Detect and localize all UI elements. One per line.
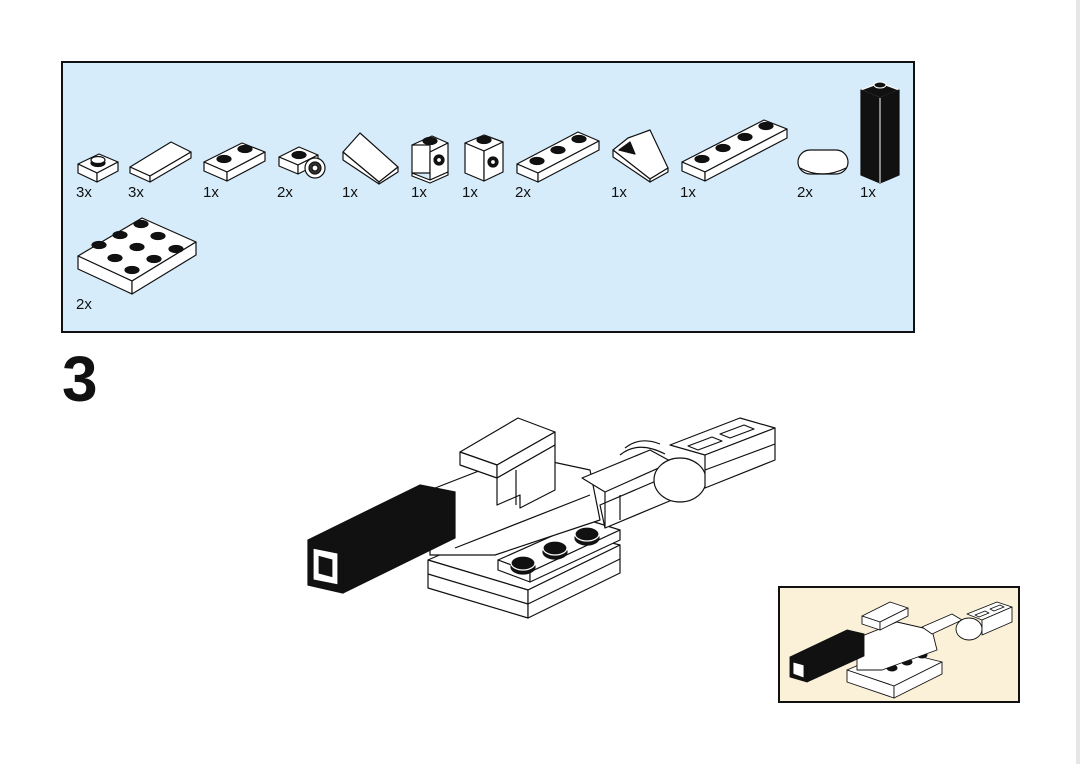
part-qty: 3x: [128, 184, 144, 201]
page-edge: [1076, 0, 1080, 764]
model-preview-illustration: [789, 601, 1013, 699]
plate-1x4-icon: [681, 119, 788, 182]
plate-2x3-icon: [77, 217, 197, 295]
part-qty: 1x: [611, 184, 627, 201]
part-qty: 1x: [411, 184, 427, 201]
part-qty: 2x: [76, 296, 92, 313]
part-qty: 1x: [462, 184, 478, 201]
model-preview-panel: [778, 586, 1020, 703]
brick-1x1x3-black-icon: [860, 81, 900, 184]
part-qty: 1x: [342, 184, 358, 201]
plate-1x1-clip-icon: [278, 146, 326, 179]
tile-round-1x2-icon: [797, 149, 849, 175]
part-qty: 2x: [277, 184, 293, 201]
part-qty: 1x: [680, 184, 696, 201]
step-3-model-illustration: [307, 417, 776, 619]
part-qty: 1x: [860, 184, 876, 201]
part-qty: 2x: [515, 184, 531, 201]
tile-1x2-icon: [129, 141, 192, 183]
slope-grille-icon: [612, 129, 669, 183]
step-number: 3: [62, 343, 98, 415]
part-qty: 2x: [797, 184, 813, 201]
part-qty: 1x: [203, 184, 219, 201]
slope-1x2-icon: [342, 132, 399, 185]
plate-1x1-icon: [77, 153, 119, 183]
parts-list-panel: 3x 3x 1x 2x 1x 1x 1x 2x 1x 1x 2x 1x 2x: [61, 61, 915, 333]
brick-1x1-stud-side-icon: [464, 134, 504, 182]
part-qty: 3x: [76, 184, 92, 201]
plate-1x2-icon: [203, 142, 266, 182]
bracket-1x1-icon: [411, 135, 449, 184]
plate-1x3-icon: [516, 131, 600, 183]
